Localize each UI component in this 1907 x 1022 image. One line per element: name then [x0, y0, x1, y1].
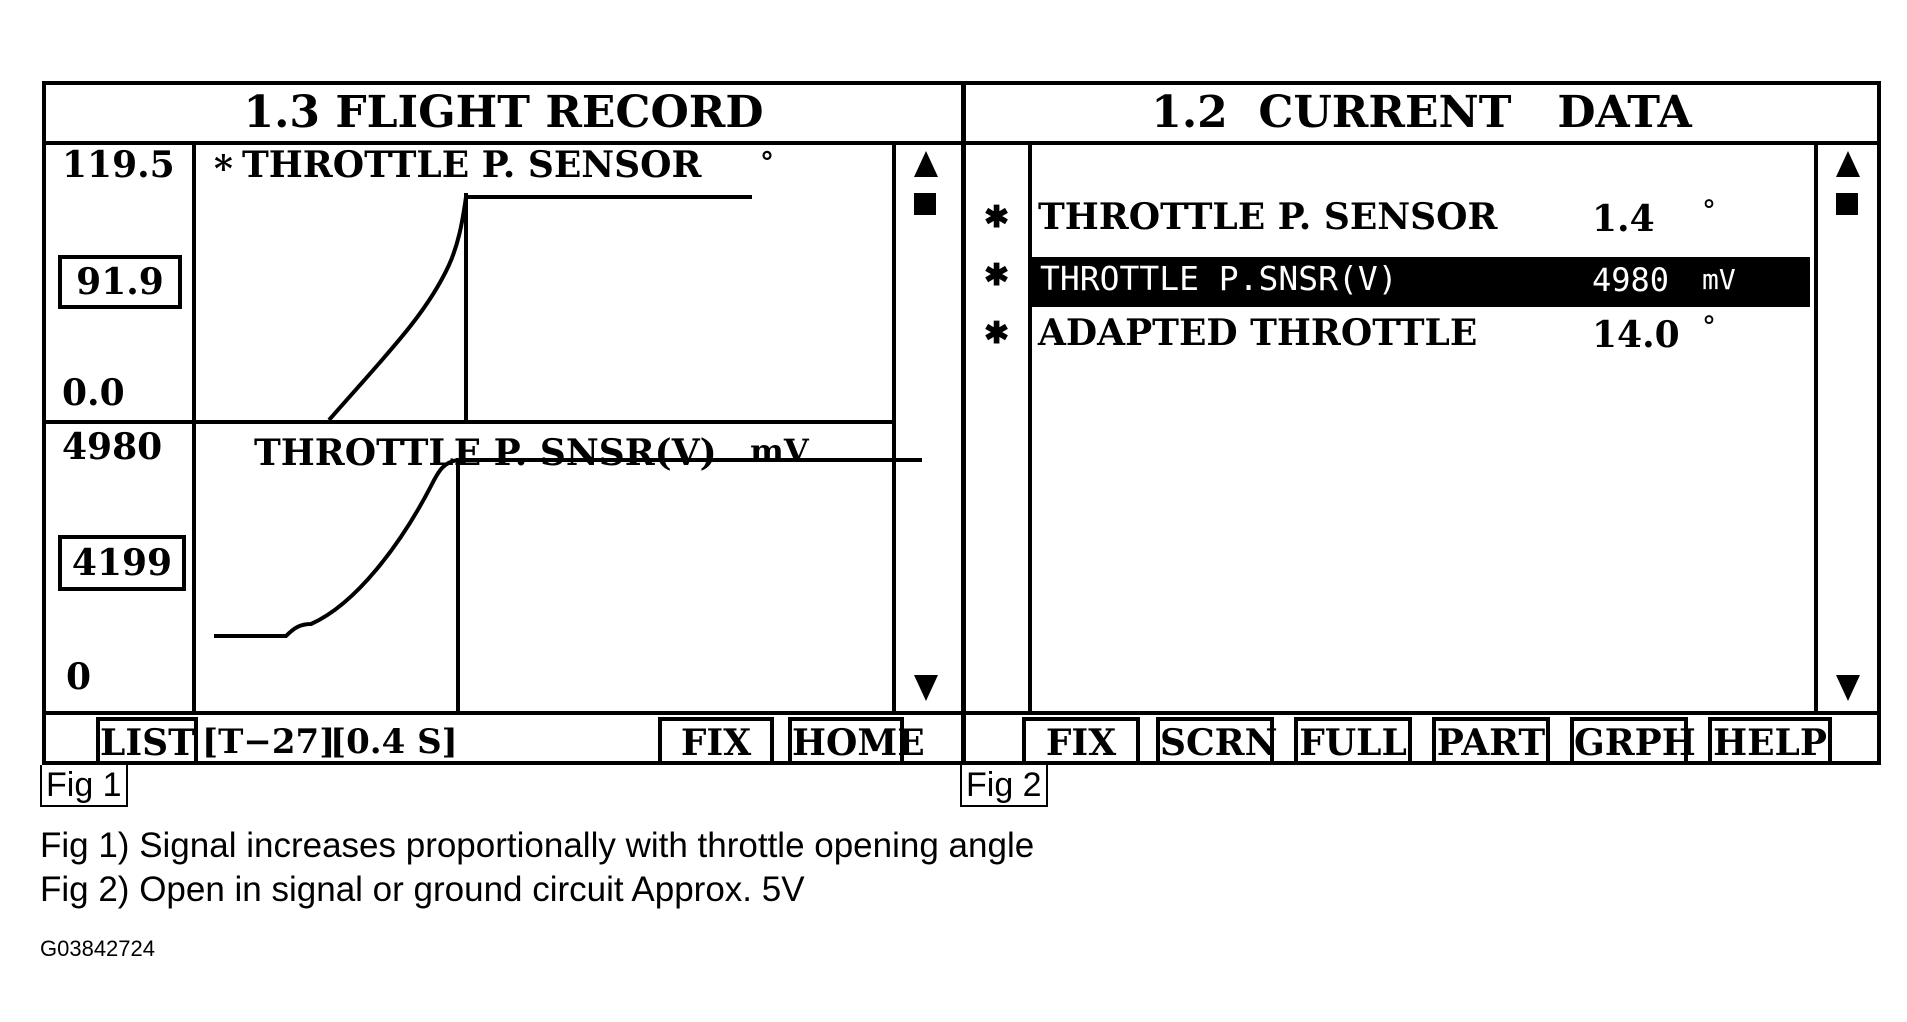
graph2-curve: [214, 458, 922, 638]
flight-record-panel: 1.3 FLIGHT RECORD 119.5 91.9 0.0 * THROT…: [42, 81, 965, 765]
triangle-up-icon[interactable]: [912, 149, 940, 179]
row2-highlight[interactable]: [1032, 257, 1810, 307]
graph1-label: THROTTLE P. SENSOR: [242, 144, 702, 186]
scrollbar-divider: [892, 141, 896, 711]
full-button[interactable]: FULL: [1294, 717, 1412, 765]
row3-marker: ✱: [984, 316, 1010, 351]
graph1-current-value: 91.9: [58, 255, 182, 309]
row3-unit: °: [1702, 310, 1716, 343]
row1-marker: ✱: [984, 200, 1010, 235]
flight-record-title: 1.3 FLIGHT RECORD: [46, 85, 961, 145]
row2-unit: mV: [1702, 263, 1736, 296]
sample-interval: [0.4 S]: [330, 722, 458, 762]
marker-column-divider: [1028, 141, 1032, 711]
row2-marker: ✱: [984, 258, 1010, 293]
graph2-max-value: 4980: [62, 426, 163, 468]
flight-record-scrollbar[interactable]: [896, 141, 961, 711]
fix-button-2[interactable]: FIX: [1022, 717, 1140, 765]
footer-divider: [46, 711, 961, 715]
fig2-label: Fig 2: [960, 765, 1048, 807]
list-button[interactable]: LIST: [96, 717, 198, 765]
caption-fig2: Fig 2) Open in signal or ground circuit …: [40, 870, 805, 909]
graph1-marker: *: [214, 148, 233, 190]
graph2-label: THROTTLE P. SNSR(V): [254, 432, 717, 474]
caption-fig1: Fig 1) Signal increases proportionally w…: [40, 826, 1035, 865]
trigger-time: [T−27]: [202, 722, 336, 762]
graph1-unit: °: [760, 146, 774, 179]
image-code: G03842724: [40, 936, 155, 961]
graph1-max-value: 119.5: [62, 144, 175, 186]
triangle-down-icon[interactable]: [912, 673, 940, 703]
graph2-trace: [214, 458, 922, 711]
row2-value: 4980: [1592, 261, 1670, 299]
triangle-down-icon[interactable]: [1834, 673, 1862, 703]
footer-divider-2: [966, 711, 1877, 715]
row2-name[interactable]: THROTTLE P.SNSR(V): [1040, 259, 1398, 298]
square-thumb-icon[interactable]: [1836, 193, 1860, 217]
square-thumb-icon[interactable]: [914, 193, 938, 217]
graph2-current-value: 4199: [58, 535, 186, 591]
row3-value: 14.0: [1592, 314, 1680, 356]
value-column-divider: [192, 141, 196, 711]
graph1-curve: [327, 195, 752, 422]
fig1-label: Fig 1: [40, 765, 128, 807]
home-button[interactable]: HOME: [788, 717, 925, 765]
graph1-trace: [327, 193, 752, 422]
current-data-panel: 1.2 CURRENT DATA ✱ THROTTLE P. SENSOR 1.…: [962, 81, 1881, 765]
row1-unit: °: [1702, 194, 1716, 227]
grph-button[interactable]: GRPH: [1570, 717, 1696, 765]
graph1-min-value: 0.0: [62, 372, 125, 414]
current-data-title: 1.2 CURRENT DATA: [966, 85, 1877, 145]
fix-button[interactable]: FIX: [658, 717, 774, 765]
scrn-button[interactable]: SCRN: [1156, 717, 1277, 765]
graph2-min-value: 0: [66, 656, 92, 698]
row1-name[interactable]: THROTTLE P. SENSOR: [1038, 196, 1498, 238]
current-data-scrollbar[interactable]: [1818, 141, 1877, 711]
help-button[interactable]: HELP: [1708, 717, 1832, 765]
part-button[interactable]: PART: [1432, 717, 1550, 765]
triangle-up-icon[interactable]: [1834, 149, 1862, 179]
graph-divider: [46, 420, 892, 424]
row1-value: 1.4: [1592, 198, 1655, 240]
scrollbar-divider-2: [1814, 141, 1818, 711]
row3-name[interactable]: ADAPTED THROTTLE: [1038, 312, 1478, 354]
